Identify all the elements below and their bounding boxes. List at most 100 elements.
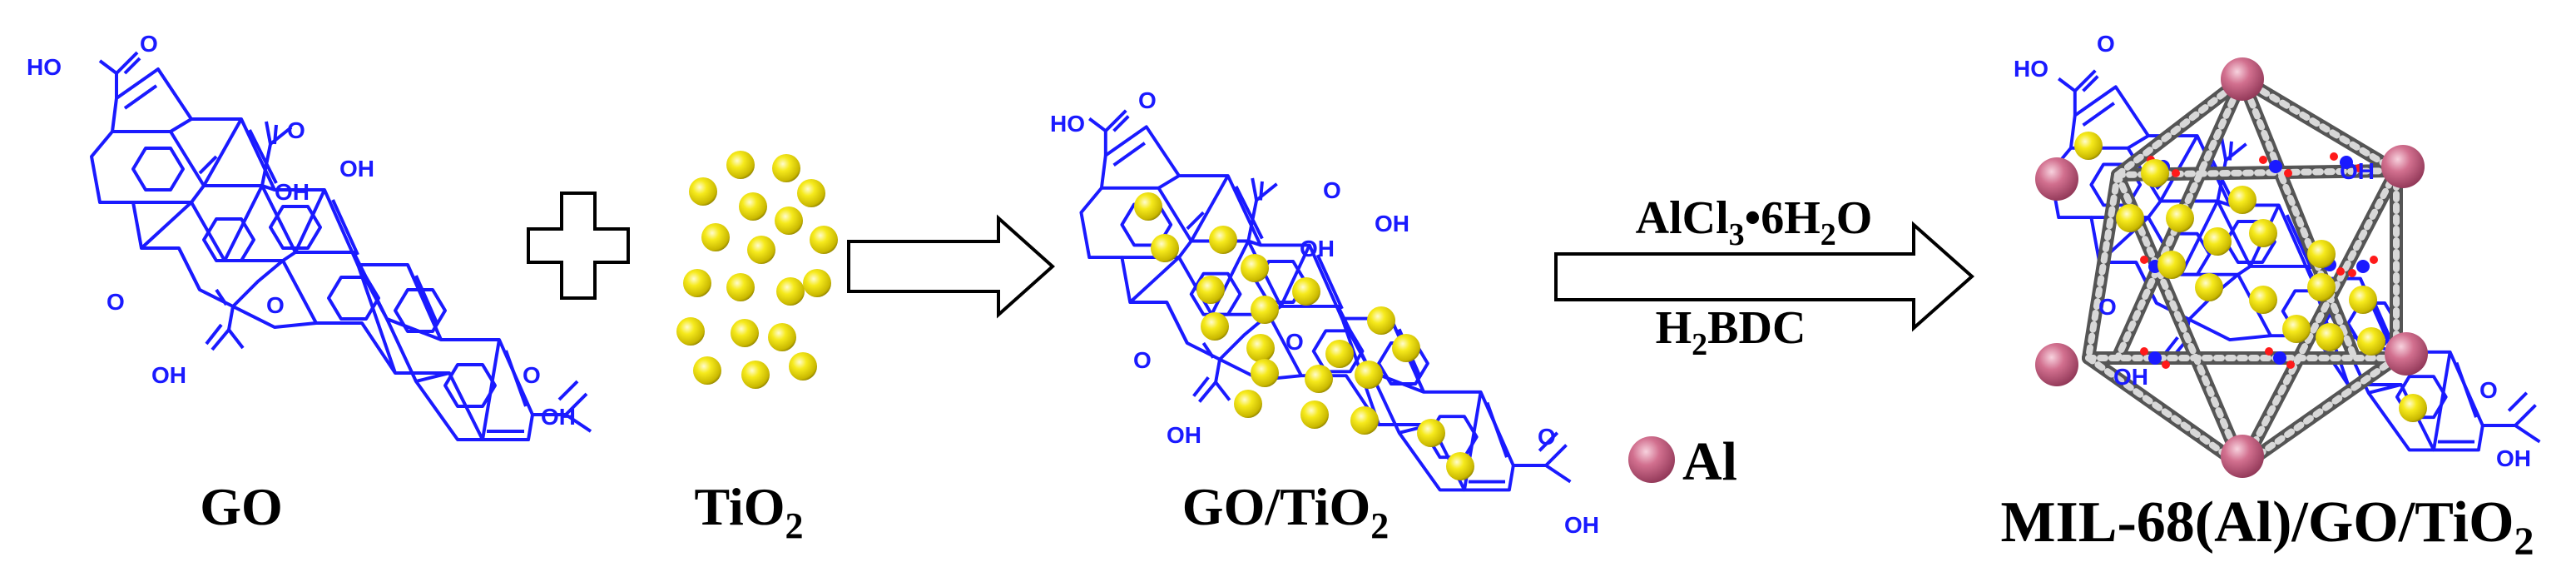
mil68-tio2-nanoparticles (2074, 132, 2427, 422)
go-tio2-label: GO/TiO2 (1182, 477, 1389, 546)
tio2-nanoparticle-icon (2307, 240, 2336, 268)
arrow-right-icon (1554, 221, 1975, 332)
tio2-nanoparticle-icon (2195, 273, 2223, 301)
legend-al-label: Al (1682, 431, 1737, 492)
mil68-go-tio2-label: MIL-68(Al)/GO/TiO2 (2000, 490, 2534, 564)
gt-cooh-ho-label: HO (1050, 111, 1085, 137)
gt-cooh-o-label: O (1138, 87, 1157, 113)
gt-epoxy-o-label: O (1286, 329, 1304, 355)
tio2-nanoparticle-icon (772, 154, 800, 182)
tio2-nanoparticle-icon (2157, 251, 2186, 279)
mil68-functional-group-labels: HO O OH O OH O OH (2014, 31, 2531, 471)
tio2-nanoparticle-icon (2116, 204, 2144, 232)
tio2-nanoparticle-icon (1355, 361, 1383, 389)
tio2-nanoparticle-icon (693, 356, 721, 385)
go-cooh3-oh-label: OH (151, 362, 186, 388)
tio2-nanoparticle-icon (2141, 159, 2169, 187)
tio2-nanoparticle-icon (726, 151, 755, 179)
mil-cooh3-o-label: O (2098, 294, 2117, 320)
tio2-nanoparticle-icon (1251, 296, 1279, 324)
tio2-nanoparticle-icon (2074, 132, 2103, 160)
mil-cooh3-oh-label: OH (2113, 364, 2148, 390)
tio2-nanoparticle-icon (1241, 254, 1269, 282)
al-atom-icon (2381, 145, 2425, 188)
tio2-nanoparticle-icon (1305, 365, 1333, 393)
al-atom-icon (2035, 343, 2078, 386)
tio2-nanoparticle-icon (1446, 452, 1474, 480)
tio2-nanoparticle-icon (676, 317, 705, 346)
mil-cooh4-o-label: O (2479, 377, 2498, 403)
mil-cooh2-oh-label: OH (2340, 158, 2375, 184)
go-cooh-o-label: O (140, 31, 158, 57)
tio2-nanoparticle-icon (741, 361, 770, 389)
go-cooh4-o-label: O (523, 362, 541, 388)
tio2-nanoparticle-icon (1196, 276, 1225, 304)
al-atom-icon (1628, 436, 1675, 483)
tio2-nanoparticle-icon (2357, 327, 2385, 356)
tio2-nanoparticle-icon (1350, 406, 1379, 435)
go-epoxy-o-label: O (266, 292, 285, 318)
tio2-nanoparticle-icon (2166, 204, 2194, 232)
tio2-nanoparticle-icon (2316, 323, 2344, 351)
gt-oh-label: OH (1300, 236, 1335, 261)
gt-cooh3-oh-label: OH (1167, 422, 1201, 448)
tio2-nanoparticle-icon (1251, 359, 1279, 387)
tio2-nanoparticle-icon (2399, 394, 2427, 422)
tio2-nanoparticle-icon (768, 323, 796, 351)
tio2-nanoparticle-icon (2249, 286, 2277, 314)
go-cooh2-oh-label: OH (339, 156, 374, 182)
tio2-nanoparticle-icon (1417, 419, 1445, 447)
go-cooh2-o-label: O (287, 117, 305, 143)
tio2-nanoparticle-icon (2349, 286, 2377, 314)
tio2-label: TiO2 (694, 477, 803, 546)
tio2-nanoparticle-icon (803, 269, 831, 297)
tio2-nanoparticle-icon (1234, 390, 1262, 418)
tio2-nanoparticle-icon (1300, 400, 1329, 429)
gt-cooh3-o-label: O (1133, 347, 1152, 373)
go-functional-group-labels: HO O O OH OH O O OH O OH (27, 31, 576, 430)
tio2-nanoparticle-icon (683, 269, 711, 297)
plus-icon (527, 192, 630, 300)
al-atom-icon (2221, 435, 2264, 478)
tio2-nanoparticle-icon (2307, 273, 2336, 301)
go-cooh3-o-label: O (107, 289, 125, 315)
go-cooh4-oh-label: OH (541, 404, 576, 430)
tio2-nanoparticle-icon (1392, 334, 1420, 362)
tio2-nanoparticle-icon (739, 192, 767, 221)
tio2-nanoparticle-icon (747, 236, 775, 264)
tio2-nanoparticle-icon (2282, 315, 2311, 343)
go-tio2-structure (1079, 108, 1573, 492)
al-atom-icon (2221, 57, 2264, 101)
go-oh-label: OH (275, 179, 310, 205)
tio2-nanoparticle-icon (689, 177, 717, 206)
mil-cooh-o-label: O (2097, 31, 2115, 57)
tio2-nanoparticle-icon (775, 206, 803, 235)
tio2-nanoparticle-icon (1292, 277, 1320, 306)
tio2-nanoparticle-icon (1201, 312, 1229, 341)
reagent-alcl3-label: AlCl3•6H2O (1636, 192, 1873, 252)
tio2-nanoparticle-icon (1325, 340, 1354, 368)
tio2-nanoparticle-icon (1134, 192, 1162, 221)
gt-cooh2-oh-label: OH (1375, 211, 1409, 236)
gt-cooh4-oh-label: OH (1564, 512, 1599, 538)
tio2-nanoparticle-icon (1246, 334, 1275, 362)
mil68-structure (2035, 57, 2542, 478)
tio2-nanoparticle-icon (776, 277, 805, 306)
gt-cooh4-o-label: O (1538, 424, 1556, 450)
tio2-nanoparticle-icon (810, 226, 838, 254)
tio2-nanoparticle-icon (1367, 306, 1395, 335)
mil-cooh4-oh-label: OH (2496, 445, 2531, 471)
go-tio2-functional-group-labels: HO O O OH OH O O OH O OH (1050, 87, 1599, 538)
arrow-right-icon (847, 214, 1056, 319)
tio2-nanoparticle-icon (789, 352, 817, 381)
mil68-al-atoms (2035, 57, 2428, 478)
go-tio2-nanoparticles (1134, 192, 1474, 480)
gt-cooh2-o-label: O (1323, 177, 1341, 203)
tio2-nanoparticle-icon (1151, 234, 1179, 262)
reagent-h2bdc-label: H2BDC (1656, 302, 1806, 362)
go-label: GO (200, 477, 283, 536)
tio2-nanoparticle-icon (731, 319, 759, 347)
tio2-nanoparticle-icon (797, 179, 825, 207)
al-atom-icon (2035, 157, 2078, 201)
